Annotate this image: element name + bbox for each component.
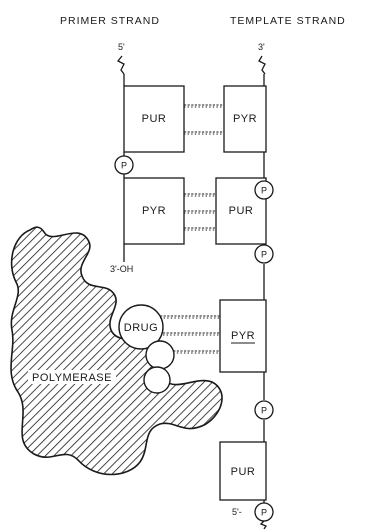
- template-phosphate-label-3: P: [261, 406, 267, 416]
- polymerase-label: POLYMERASE: [32, 372, 112, 384]
- template-phosphate-label-2: P: [261, 250, 267, 260]
- template-base-label-3: PYR: [231, 330, 255, 342]
- enzyme-contact-circle: [144, 367, 170, 393]
- template-5prime-label: 5'-: [232, 507, 242, 517]
- primer-base-label-2: PYR: [142, 205, 166, 217]
- template-3prime-label: 3': [258, 42, 265, 52]
- template-phosphate-label-1: P: [261, 186, 267, 196]
- template-base-label-2: PUR: [229, 205, 254, 217]
- template-base-label-4: PUR: [231, 466, 256, 478]
- primer-5prime-label: 5': [118, 42, 125, 52]
- primer-base-label-1: PUR: [142, 113, 167, 125]
- template-base-label-1: PYR: [233, 113, 257, 125]
- template-bottom-squiggle: [261, 521, 266, 529]
- primer-strand-header: PRIMER STRAND: [60, 15, 160, 27]
- drug-label: DRUG: [124, 322, 158, 334]
- template-phosphate-label-4: P: [261, 508, 267, 518]
- hydrogen-bonds-pair-2: [184, 194, 216, 230]
- hydrogen-bonds-pair-1: [184, 105, 224, 134]
- template-strand-header: TEMPLATE STRAND: [230, 15, 346, 27]
- primer-3oh-label: 3'-OH: [110, 264, 133, 274]
- primer-top-squiggle: [118, 56, 124, 74]
- template-top-squiggle: [259, 56, 265, 74]
- drug-lower-circle: [146, 341, 174, 369]
- primer-phosphate-label: P: [121, 161, 127, 171]
